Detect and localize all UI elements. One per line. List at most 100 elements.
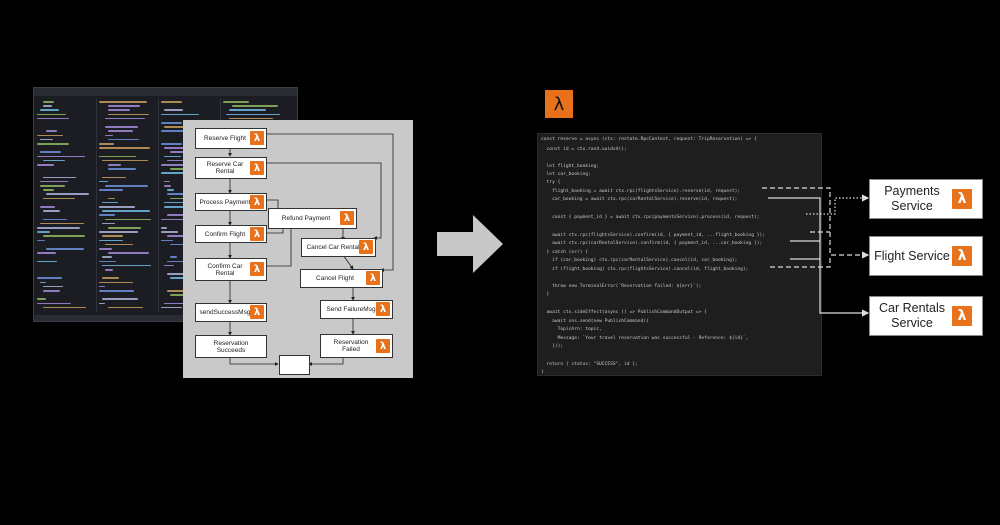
lambda-icon: λ (359, 240, 373, 254)
ide-code-line (102, 210, 150, 212)
ide-code-line (108, 138, 140, 141)
ide-code-line (43, 235, 85, 237)
code-line: await ctx.sideEffect(async () => Publish… (541, 310, 707, 315)
ide-code-line (99, 101, 148, 103)
ide-code-line (37, 113, 67, 116)
ide-code-line (37, 239, 45, 242)
ide-code-line (102, 159, 148, 162)
ide-code-line (40, 180, 68, 183)
ide-code-line (40, 138, 54, 141)
code-line: const id = ctx.rand.uuidv4(); (541, 147, 627, 152)
lambda-icon: λ (250, 305, 264, 319)
ide-code-line (99, 239, 124, 242)
state-label: Send FailureMsg (326, 306, 376, 313)
code-line: car_booking = await ctx.rpc(carRentalSer… (541, 197, 738, 202)
ide-code-line (99, 143, 115, 145)
ide-code-line (167, 260, 199, 263)
ide-code-line (37, 302, 72, 305)
ide-code-line (108, 168, 136, 170)
ide-code-line (43, 218, 68, 221)
code-line: } catch (err) { (541, 250, 589, 255)
ide-code-line (161, 239, 174, 242)
state-label: Confirm Flight (204, 230, 246, 238)
ide-code-line (108, 164, 121, 166)
ide-code-line (99, 214, 115, 216)
ide-code-line (105, 185, 148, 187)
code-line: await sns.send(new PublishCommand({ (541, 319, 649, 324)
state-reservation-failed: Reservation Failed λ (320, 334, 393, 358)
service-label: Payments Service (884, 184, 940, 213)
ide-code-line (99, 147, 151, 149)
ide-code-line (108, 227, 141, 229)
ide-code-line (161, 306, 182, 309)
ide-code-line (108, 197, 116, 200)
ide-code-line (37, 155, 85, 158)
ide-code-line (43, 285, 63, 288)
ide-code-line (99, 248, 112, 250)
ide-code-line (43, 159, 66, 162)
state-refund-payment: Refund Payment λ (268, 208, 357, 229)
ide-code-line (164, 126, 194, 128)
state-label: Refund Payment (281, 215, 331, 222)
ide-code-line (99, 285, 105, 288)
ide-code-line (105, 269, 114, 271)
ide-code-line (37, 134, 63, 137)
ide-code-line (37, 227, 81, 229)
code-editor: const reserve = async (ctx: restate.RpcC… (537, 133, 822, 376)
ide-code-line (161, 101, 182, 103)
ide-code-line (37, 143, 69, 145)
ide-code-line (108, 109, 130, 111)
code-line: if (car_booking) ctx.rpc(carRentalServic… (541, 258, 738, 263)
code-line: const reserve = async (ctx: restate.RpcC… (541, 137, 757, 142)
ide-code-line (167, 159, 191, 162)
ide-code-line (40, 222, 85, 225)
aws-lambda-icon: λ (545, 90, 573, 118)
code-line: return { status: "SUCCESS", id }; (541, 362, 638, 367)
code-line: } (541, 370, 544, 375)
code-line: Message: `Your travel reservation was su… (541, 336, 749, 341)
payments-service-box: Payments Service λ (869, 179, 983, 219)
state-label: Reserve Flight (204, 135, 246, 142)
state-confirm-flight: Confirm Flight λ (195, 225, 267, 243)
state-reservation-succeeds: Reservation Succeeds (195, 335, 267, 358)
ide-code-line (161, 227, 168, 229)
code-line: } (541, 292, 550, 297)
state-label: Process Payment (199, 198, 251, 206)
ide-code-line (37, 164, 54, 166)
ide-code-line (108, 105, 140, 107)
ide-code-line (108, 306, 143, 309)
ide-code-line (102, 256, 112, 258)
state-label: Reservation Succeeds (213, 339, 249, 354)
code-line: TopicArn: topic, (541, 327, 602, 332)
ide-pane-1 (34, 98, 97, 312)
service-label: Car Rentals Service (879, 301, 945, 330)
state-label: Confirm Car Rental (207, 262, 243, 277)
ide-code-line (102, 298, 138, 300)
ide-code-line (167, 214, 198, 216)
ide-code-line (43, 176, 76, 179)
lambda-icon: λ (250, 262, 264, 276)
ide-code-line (105, 218, 151, 221)
ide-code-line (161, 218, 189, 221)
ide-code-line (43, 210, 60, 212)
ide-code-line (40, 185, 66, 187)
ide-code-line (43, 306, 87, 309)
state-label: Cancel Flight (316, 275, 354, 282)
ide-code-line (99, 180, 108, 183)
ide-status-bar (34, 315, 297, 321)
code-line: let flight_booking; (541, 164, 600, 169)
ide-code-line (226, 113, 280, 116)
ide-code-line (164, 264, 175, 267)
state-cancel-flight: Cancel Flight λ (300, 269, 383, 288)
ide-code-line (164, 155, 182, 158)
ide-code-line (108, 113, 149, 116)
ide-code-line (161, 143, 183, 145)
ide-code-line (164, 185, 172, 187)
ide-code-line (229, 117, 274, 120)
code-line: try { (541, 180, 561, 185)
ide-code-line (164, 180, 170, 183)
state-process-payment: Process Payment λ (195, 193, 267, 211)
state-cancel-car-rental: Cancel Car Rental λ (301, 238, 376, 257)
ide-code-line (37, 252, 57, 254)
ide-code-line (46, 130, 57, 132)
